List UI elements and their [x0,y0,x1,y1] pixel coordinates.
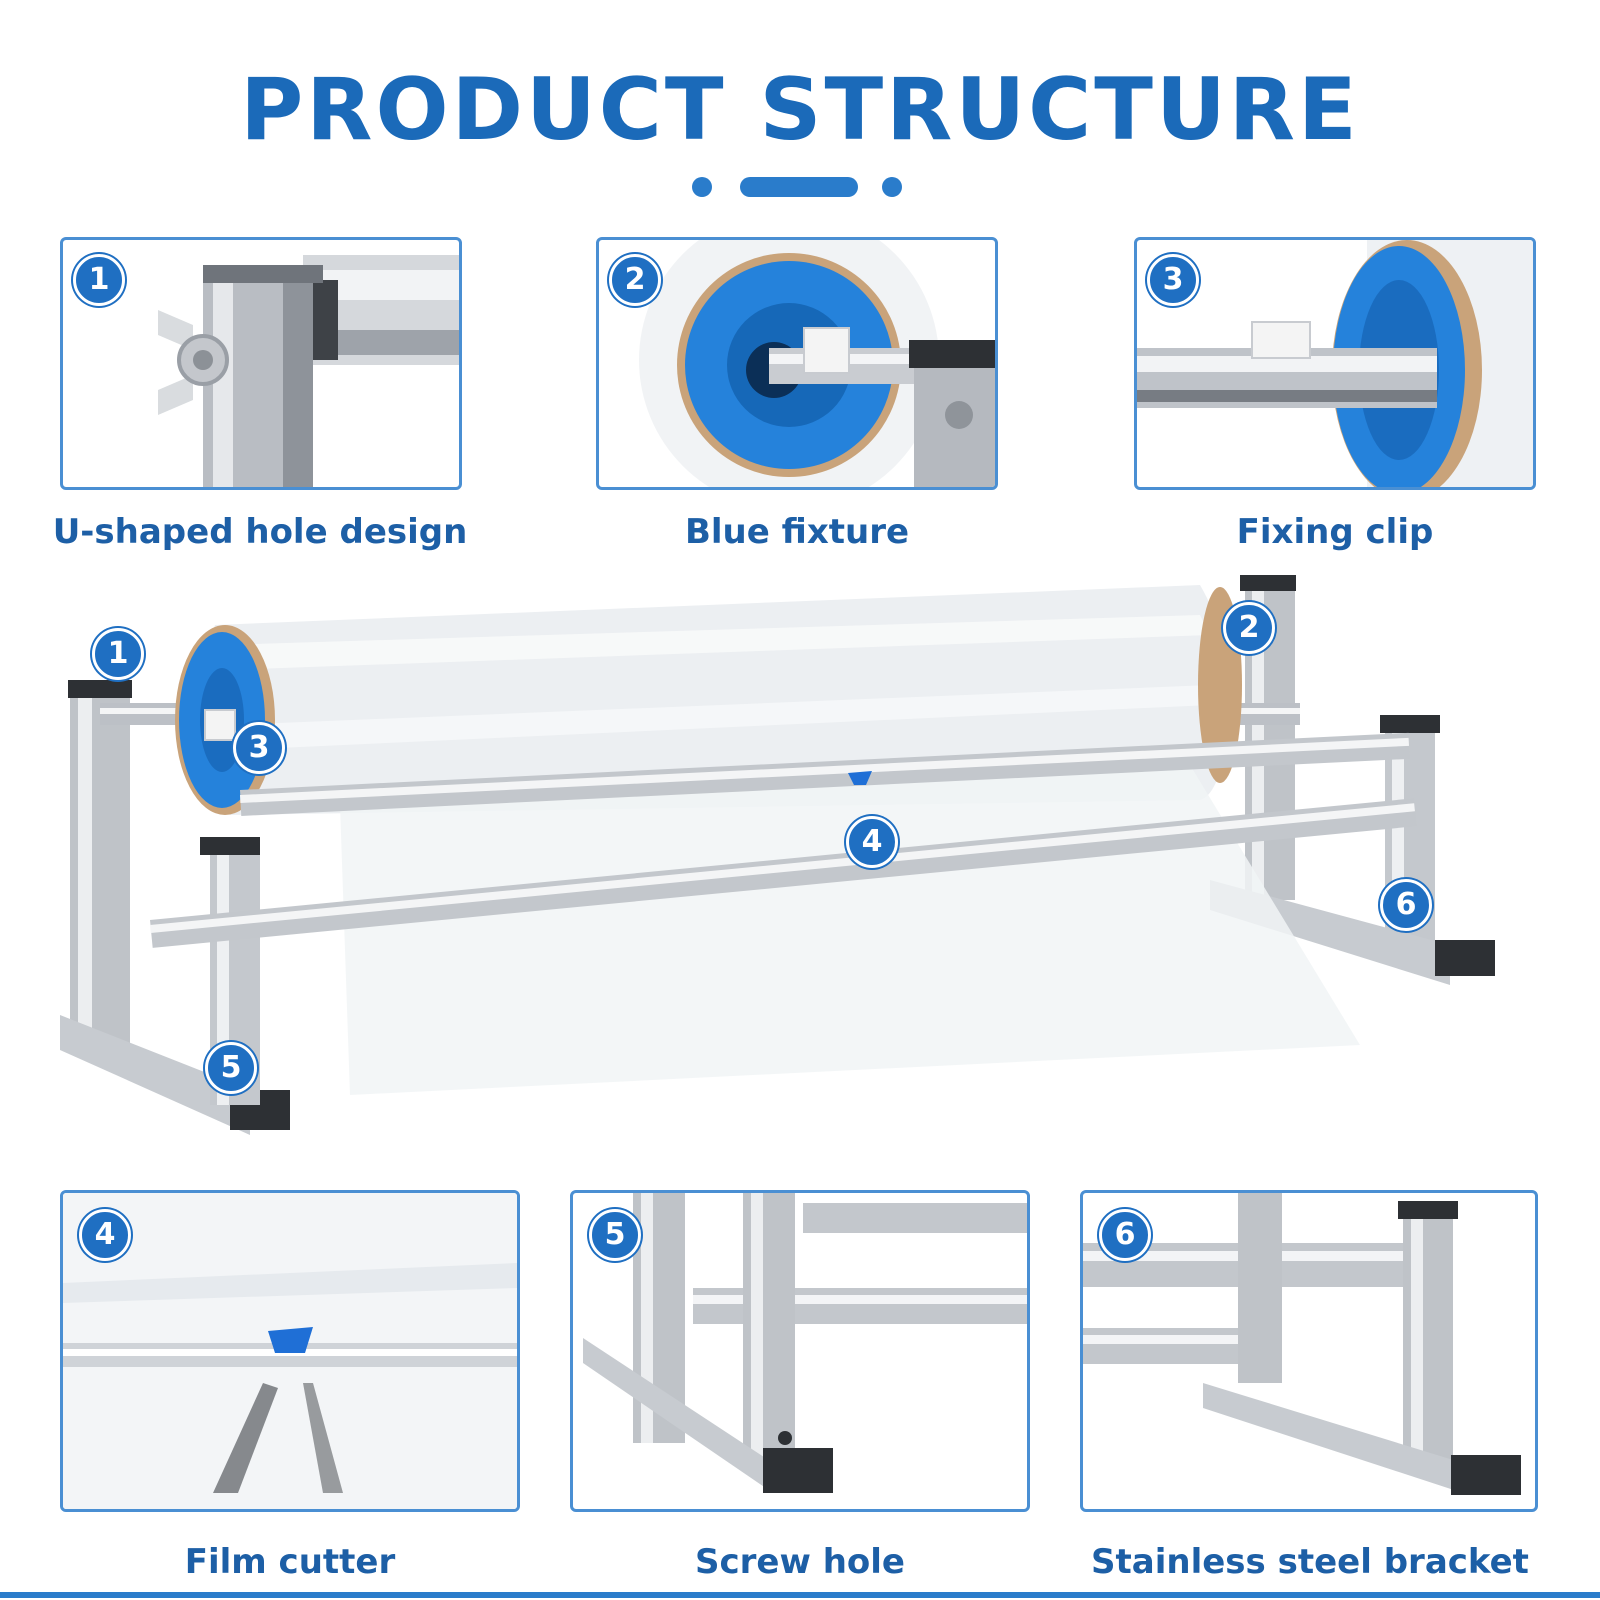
callout-number: 4 [79,1209,131,1261]
screw-hole-image [583,1193,1027,1493]
caption-u-shaped-hole: U-shaped hole design [52,512,468,552]
caption-stainless-steel-bracket: Stainless steel bracket [1091,1542,1529,1582]
title-decoration-dot-left [692,177,712,197]
caption-fixing-clip: Fixing clip [1236,512,1434,552]
stainless-steel-bracket-image [1083,1193,1521,1495]
caption-film-cutter: Film cutter [184,1542,396,1582]
detail-panel-u-shaped-hole: 1 [60,237,462,490]
detail-panel-screw-hole: 5 [570,1190,1030,1512]
hero-callout-4: 4 [846,816,898,868]
hero-callout-6: 6 [1380,879,1432,931]
title-decoration-bar [740,177,858,197]
bottom-divider [0,1592,1600,1598]
product-main-image: 1 2 3 4 5 6 [40,545,1560,1155]
hero-callout-3: 3 [233,722,285,774]
detail-panel-stainless-steel-bracket: 6 [1080,1190,1538,1512]
callout-number: 5 [589,1209,641,1261]
u-shaped-hole-image [158,255,459,487]
hero-callout-1: 1 [92,628,144,680]
callout-number: 1 [73,254,125,306]
film-cutter-image [63,1193,517,1509]
page-title: PRODUCT STRUCTURE [240,60,1360,160]
hero-callout-2: 2 [1223,602,1275,654]
callout-number: 6 [1099,1209,1151,1261]
caption-blue-fixture: Blue fixture [684,512,910,552]
detail-panel-fixing-clip: 3 [1134,237,1536,490]
title-decoration-dot-right [882,177,902,197]
detail-panel-film-cutter: 4 [60,1190,520,1512]
dispenser-illustration [60,575,1495,1135]
callout-number: 3 [1147,254,1199,306]
blue-fixture-image [639,240,995,487]
detail-panel-blue-fixture: 2 [596,237,998,490]
fixing-clip-image [1137,240,1533,487]
hero-callout-5: 5 [205,1042,257,1094]
callout-number: 2 [609,254,661,306]
caption-screw-hole: Screw hole [695,1542,905,1582]
